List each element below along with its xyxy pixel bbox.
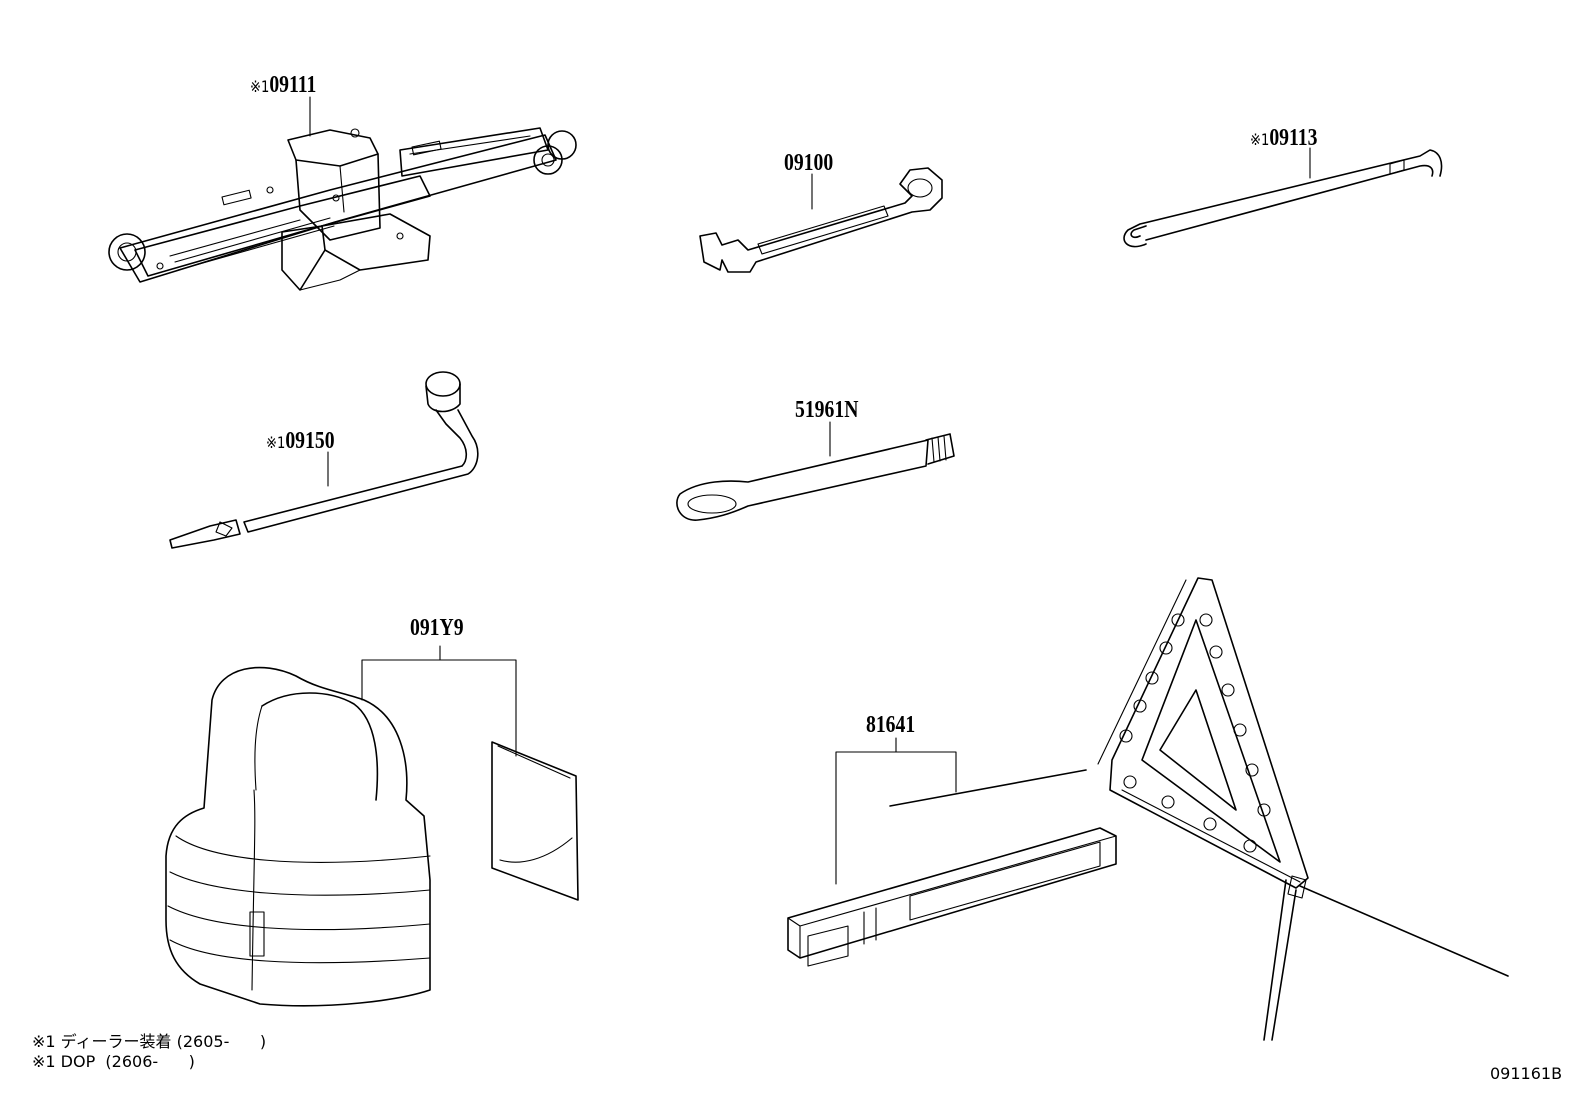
dealer-mark: ※1 <box>1250 130 1270 149</box>
part-label-jack: ※109111 <box>250 72 316 99</box>
part-label-hook: ※109113 <box>1250 125 1317 152</box>
part-number: 51961N <box>795 397 859 423</box>
part-number: 091Y9 <box>410 615 464 641</box>
safety-vest-drawing <box>165 645 579 1007</box>
part-label-extension: 51961N <box>795 397 858 424</box>
dealer-mark: ※1 <box>266 433 286 452</box>
extension-bar-drawing <box>676 421 955 521</box>
part-number: 81641 <box>866 712 916 738</box>
footnote-dealer-install: ※1 ディーラー装着 (2605- ) <box>32 1032 267 1051</box>
part-number: 09111 <box>269 72 317 98</box>
dealer-mark: ※1 <box>250 77 270 96</box>
part-label-triangle: 81641 <box>866 712 915 739</box>
lug-wrench-drawing <box>169 371 479 549</box>
footnote-dop: ※1 DOP (2606- ) <box>32 1052 195 1071</box>
diagram-code: 091161B <box>1490 1064 1563 1083</box>
hook-rod-drawing <box>1123 147 1443 248</box>
part-label-vest: 091Y9 <box>410 615 464 642</box>
part-label-lug-wrench: ※109150 <box>266 428 335 455</box>
warning-triangle-drawing <box>787 577 1509 1041</box>
combination-wrench-drawing <box>699 167 943 273</box>
part-number: 09150 <box>285 428 335 454</box>
part-number: 09100 <box>784 150 834 176</box>
part-label-wrench: 09100 <box>784 150 833 177</box>
scissor-jack-drawing <box>108 96 577 291</box>
part-number: 09113 <box>1269 125 1318 151</box>
